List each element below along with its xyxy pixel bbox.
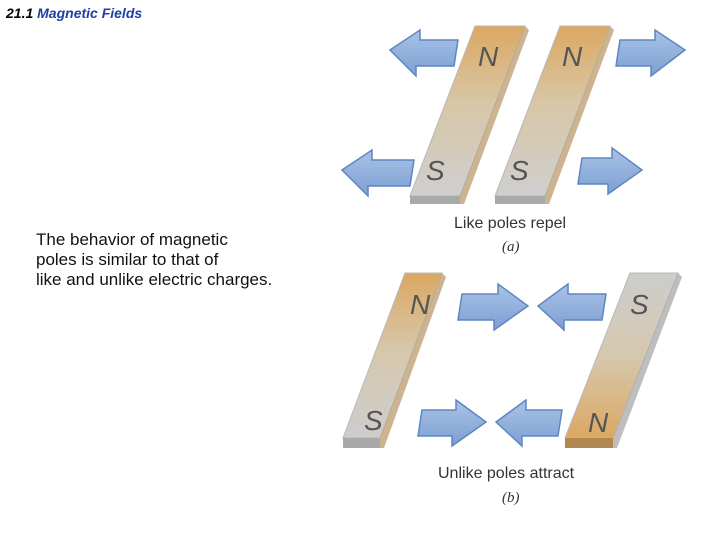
magnet-b-right [564,272,682,448]
body-line-2: poles is similar to that of [36,250,219,269]
magnet-figure: N N S S Like poles repel (a) [340,25,687,506]
arrow-b-bottom-left [417,398,488,448]
pole-label-b-right-south: S [630,289,649,320]
pole-label-a-left-north: N [478,41,499,72]
pole-label-b-left-south: S [364,405,383,436]
magnet-a-right [494,25,614,204]
pole-label-a-right-south: S [510,155,529,186]
arrow-b-top-left [457,282,530,332]
slide-title: 21.1 Magnetic Fields [6,5,142,21]
magnet-b-left [342,272,446,448]
arrow-a-top-left [388,28,459,78]
slide-heading: Magnetic Fields [37,5,143,21]
pole-label-b-right-north: N [588,407,609,438]
caption-a: Like poles repel [454,215,566,232]
arrow-b-bottom-right [494,398,563,448]
panel-a: N N S S Like poles repel (a) [340,25,687,255]
pole-label-b-left-north: N [410,289,431,320]
arrow-a-top-right [615,28,687,78]
caption-b: Unlike poles attract [438,465,575,482]
slide-number: 21.1 [6,5,34,21]
pole-label-a-left-south: S [426,155,445,186]
body-line-3: like and unlike electric charges. [36,270,273,289]
magnet-a-left [409,25,529,204]
arrow-a-bottom-left [340,148,415,198]
body-text: The behavior of magnetic poles is simila… [36,230,336,290]
label-b: (b) [502,490,520,506]
label-a: (a) [502,239,520,255]
pole-label-a-right-north: N [562,41,583,72]
panel-b: N S S N Unlike poles attract (b) [342,272,682,506]
body-line-1: The behavior of magnetic [36,230,228,249]
arrow-a-bottom-right [577,146,644,196]
arrow-b-top-right [536,282,607,332]
